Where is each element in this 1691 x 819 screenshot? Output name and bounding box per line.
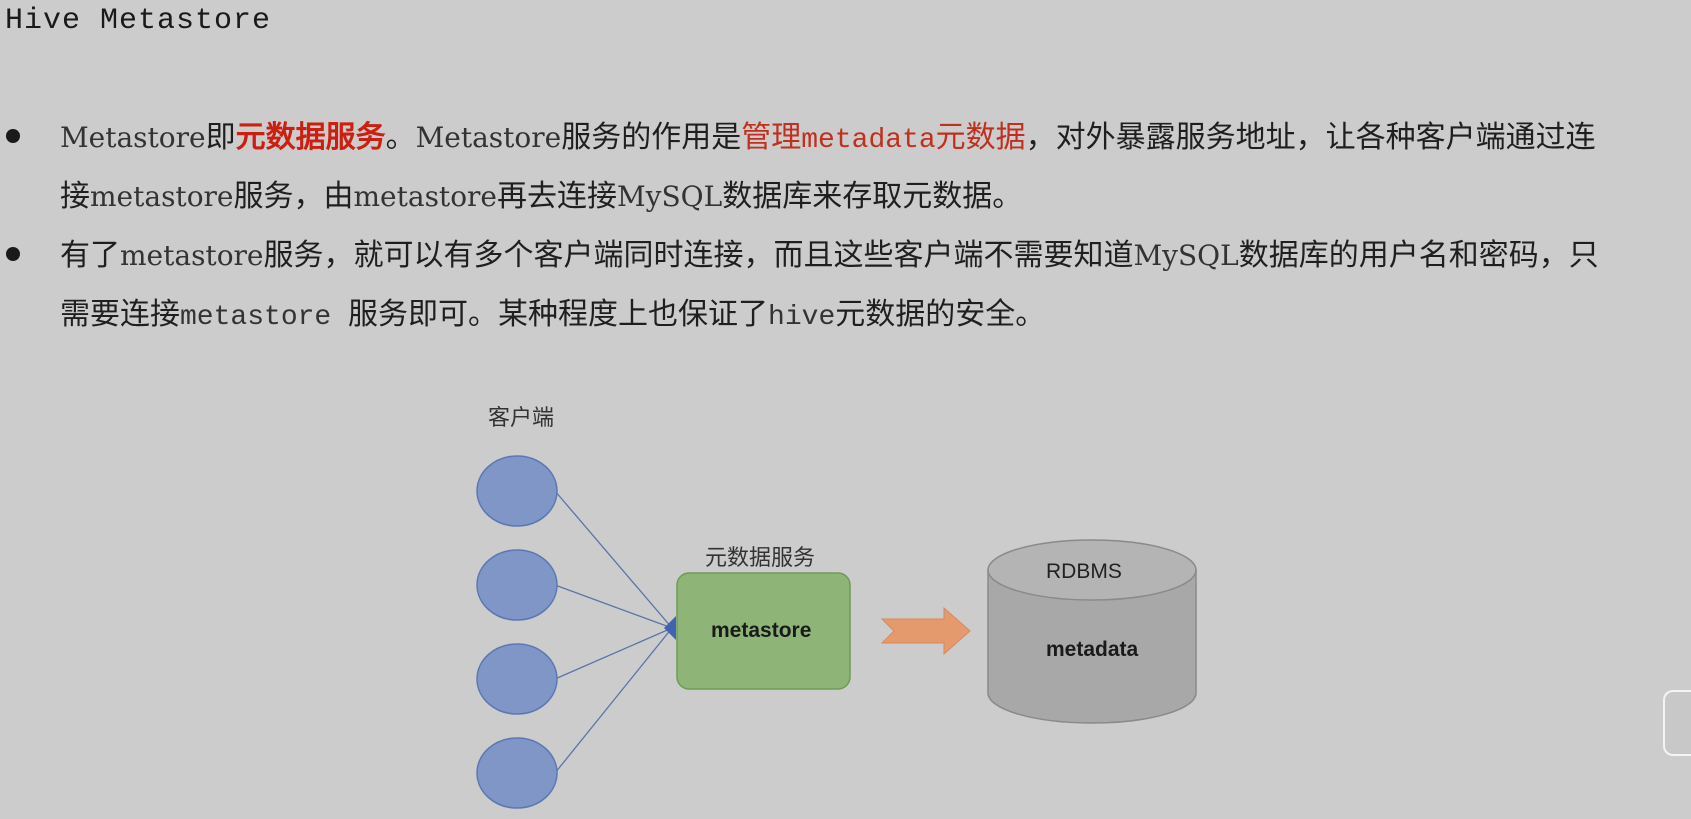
text-run: metastore <box>120 239 264 272</box>
bullet-line: 接metastore服务，由metastore再去连接MySQL数据库来存取元数… <box>60 167 1691 226</box>
bullet-dot-icon <box>6 247 20 261</box>
metastore-service-box <box>676 572 851 690</box>
text-run: MySQL <box>617 180 723 213</box>
text-run: Metastore <box>415 121 562 154</box>
service-label: 元数据服务 <box>705 546 816 571</box>
bullet-line: 有了metastore服务，就可以有多个客户端同时连接，而且这些客户端不需要知道… <box>60 226 1691 285</box>
bullet-item: Metastore即元数据服务。Metastore服务的作用是管理metadat… <box>0 108 1691 226</box>
page-title: Hive Metastore <box>5 4 272 38</box>
text-run: 服务，就可以有多个客户端同时连接，而且这些客户端不需要知道 <box>263 238 1134 273</box>
metadata-label: metadata <box>1046 638 1139 661</box>
text-run: 数据库的用户名和密码，只 <box>1238 238 1599 273</box>
text-run: 即 <box>205 120 236 155</box>
text-run: 。 <box>385 120 416 155</box>
text-run: Metastore <box>60 121 206 154</box>
metastore-box-text: metastore <box>711 619 812 642</box>
text-run: 服务即可。某种程度上也保证了 <box>348 297 769 332</box>
connection-arrowhead-icon <box>664 616 676 640</box>
text-run: 服务的作用是 <box>561 120 742 155</box>
bullet-line: 需要连接metastore 服务即可。某种程度上也保证了hive元数据的安全。 <box>60 285 1691 344</box>
text-run: 再去连接 <box>497 179 617 214</box>
right-arrow-icon <box>880 606 971 656</box>
text-run: ，对外暴露服务地址，让各种客户端通过连 <box>1025 120 1596 155</box>
bullet-dot-icon <box>6 129 20 143</box>
text-run: 元数据的安全。 <box>835 297 1046 332</box>
text-run: metadata <box>801 125 936 156</box>
client-connection-line <box>554 584 673 629</box>
client-node <box>476 643 558 715</box>
client-connection-line <box>554 627 673 680</box>
text-run: metastore <box>353 180 498 213</box>
rdbms-cylinder-body <box>987 569 1197 724</box>
clients-label: 客户端 <box>488 406 555 431</box>
rdbms-cylinder-top <box>987 539 1197 601</box>
client-node <box>476 455 558 527</box>
text-run: 有了 <box>60 238 120 273</box>
text-run: 接 <box>60 179 90 214</box>
text-run: 管理 <box>741 120 802 155</box>
bullet-line: Metastore即元数据服务。Metastore服务的作用是管理metadat… <box>60 108 1691 167</box>
text-run: metastore <box>180 302 349 333</box>
client-connection-line <box>554 627 673 774</box>
client-connection-lines <box>554 490 673 774</box>
bullet-list: Metastore即元数据服务。Metastore服务的作用是管理metadat… <box>0 108 1691 344</box>
client-node <box>476 549 558 621</box>
rdbms-label: RDBMS <box>1046 560 1122 583</box>
text-run: metastore <box>90 180 234 213</box>
client-connection-line <box>554 490 673 629</box>
text-run: 元数据服务 <box>235 120 386 155</box>
text-run: MySQL <box>1133 239 1239 272</box>
side-panel-tab[interactable] <box>1663 690 1691 756</box>
text-run: 服务，由 <box>233 179 354 214</box>
text-run: 需要连接 <box>60 297 180 332</box>
client-nodes <box>476 455 558 809</box>
text-run: 数据库来存取元数据。 <box>722 179 1023 214</box>
rdbms-cylinder <box>987 539 1197 724</box>
text-run: 元数据 <box>935 120 1026 155</box>
client-node <box>476 737 558 809</box>
text-run: hive <box>768 302 836 333</box>
bullet-item: 有了metastore服务，就可以有多个客户端同时连接，而且这些客户端不需要知道… <box>0 226 1691 344</box>
